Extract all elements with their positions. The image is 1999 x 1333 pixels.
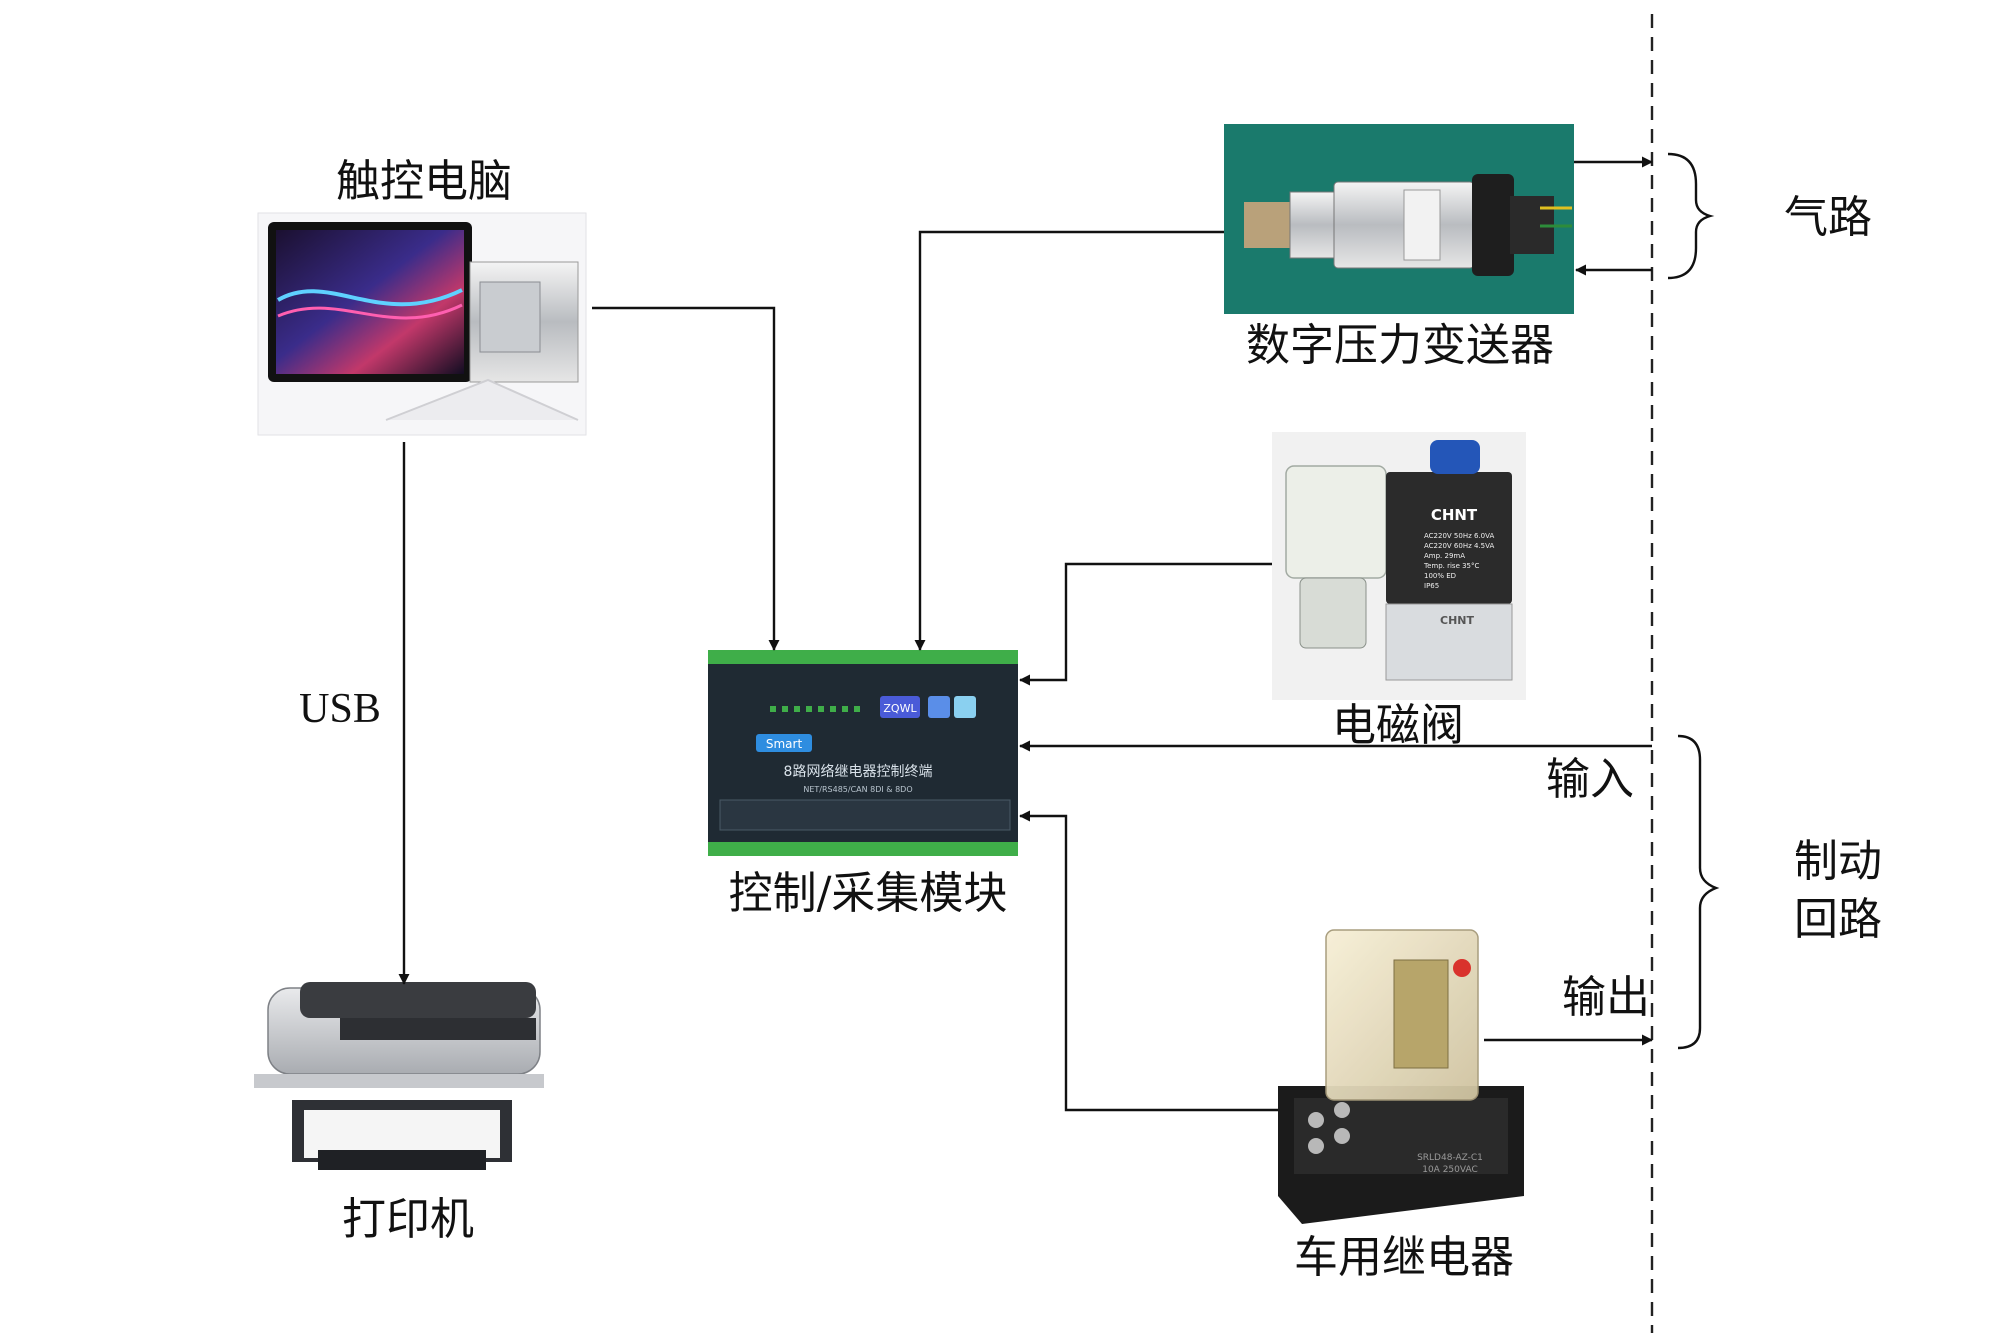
brake-circuit-brace (1677, 734, 1720, 1050)
valve-spec-2: AC220V 60Hz 4.5VA (1424, 542, 1494, 550)
output-label: 输出 (1562, 972, 1650, 1023)
air-path-label: 气路 (1784, 192, 1872, 243)
valve-to-module-arrow (1019, 562, 1272, 686)
valve-spec-4: Temp. rise 35°C (1423, 562, 1480, 570)
module-subtitle: NET/RS485/CAN 8DI & 8DO (803, 785, 912, 794)
valve-brand-2: CHNT (1440, 614, 1474, 627)
usb-label: USB (299, 686, 381, 732)
control-module-image: Smart ZQWL 8路网络继电器控制终端 NET/RS485/CAN 8DI… (708, 650, 1018, 856)
valve-spec-6: IP65 (1424, 582, 1439, 590)
input-label: 输入 (1546, 754, 1634, 805)
printer-label: 打印机 (342, 1194, 474, 1245)
valve-spec-1: AC220V 50Hz 6.0VA (1424, 532, 1494, 540)
module-smart-badge: Smart (766, 737, 803, 751)
pc-to-module-arrow (592, 306, 780, 651)
air-path-brace (1667, 152, 1715, 280)
valve-spec-5: 100% ED (1424, 572, 1456, 580)
pressure-transmitter-image (1224, 124, 1574, 314)
relay-model-2: 10A 250VAC (1422, 1165, 1478, 1175)
valve-brand: CHNT (1431, 506, 1478, 524)
vehicle-relay-image: SRLD48-AZ-C1 10A 250VAC (1278, 929, 1524, 1224)
valve-spec-3: Amp. 29mA (1424, 552, 1465, 560)
transmitter-to-module-arrow (914, 230, 1224, 651)
touch-pc-image (257, 212, 587, 436)
solenoid-valve-image: CHNT AC220V 50Hz 6.0VA AC220V 60Hz 4.5VA… (1272, 432, 1526, 700)
vehicle-relay-label: 车用继电器 (1294, 1232, 1514, 1283)
pressure-transmitter-label: 数字压力变送器 (1246, 320, 1554, 371)
module-brand: ZQWL (883, 702, 917, 715)
module-title: 8路网络继电器控制终端 (784, 764, 933, 780)
relay-model-1: SRLD48-AZ-C1 (1417, 1153, 1483, 1163)
brake-circuit-label-line1: 制动 (1794, 836, 1882, 887)
brake-circuit-label-line2: 回路 (1794, 894, 1882, 945)
control-module-label: 控制/采集模块 (729, 868, 1008, 919)
relay-to-module-arrow (1019, 810, 1278, 1112)
printer-image (254, 982, 544, 1170)
solenoid-valve-label: 电磁阀 (1332, 700, 1464, 751)
touch-pc-label: 触控电脑 (336, 156, 512, 207)
